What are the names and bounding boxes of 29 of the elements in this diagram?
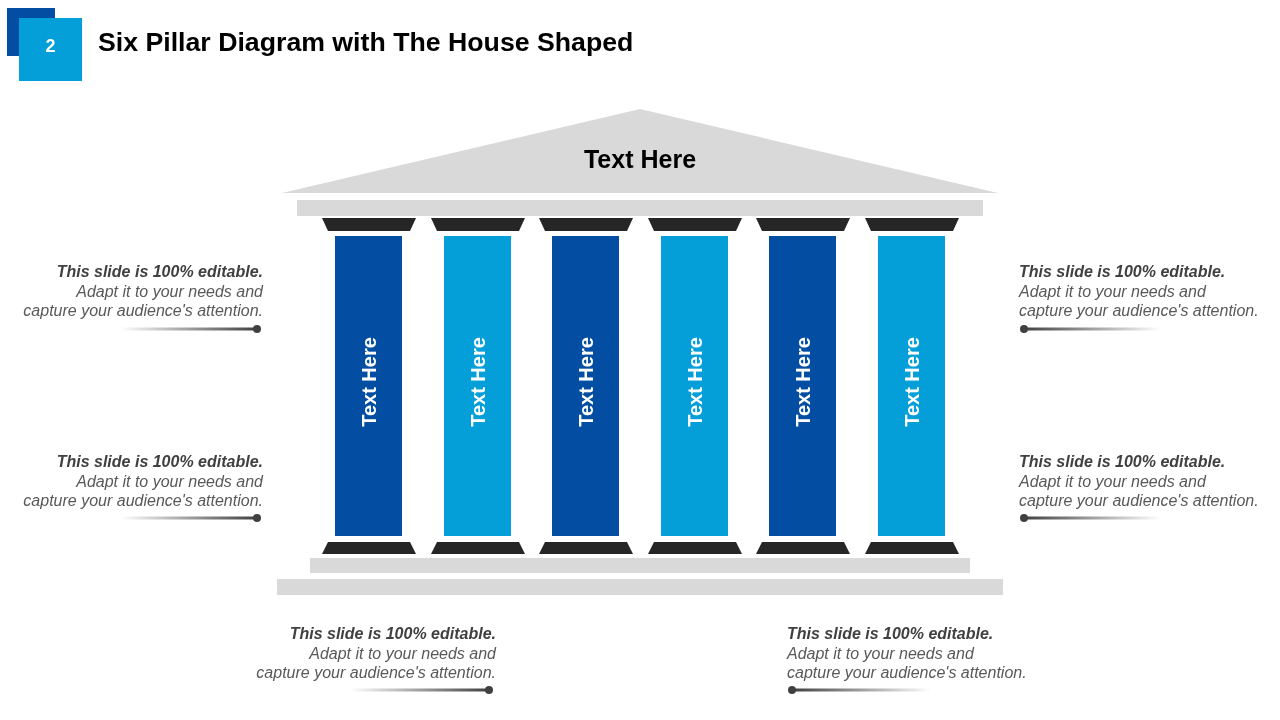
roof-label: Text Here [583,144,697,174]
pillar-label: Text Here [899,337,924,427]
pillar-column [552,236,619,536]
pillar-column [335,236,402,536]
pillar-column [769,236,836,536]
pillar-label: Text Here [573,337,598,427]
callout-text: Adapt it to your needs and capture your audience's attention. [1019,281,1260,321]
pillar-column [878,236,945,536]
callout-heading: This slide is 100% editable. [55,262,263,282]
pillar-label: Text Here [465,337,490,427]
callout-heading: This slide is 100% editable. [1019,262,1227,282]
pillar-column [444,236,511,536]
pillar-label: Text Here [356,337,381,427]
callout-text: Adapt it to your needs and capture your audience's attention. [22,471,263,511]
callout-text: Adapt it to your needs and capture your audience's attention. [255,643,496,683]
pillar-column [661,236,728,536]
callout-heading: This slide is 100% editable. [55,452,263,472]
callout-text: Adapt it to your needs and capture your audience's attention. [1019,471,1260,511]
callout-text: Adapt it to your needs and capture your audience's attention. [22,281,263,321]
callout-heading: This slide is 100% editable. [288,624,496,644]
pillar-label: Text Here [682,337,707,427]
slide-title: Six Pillar Diagram with The House Shaped [98,26,634,58]
callout-text: Adapt it to your needs and capture your audience's attention. [787,643,1028,683]
slide-number: 2 [45,35,56,56]
callout-heading: This slide is 100% editable. [787,624,995,644]
slide-number-badge [19,18,82,81]
roof-triangle [282,109,998,193]
pillar-label: Text Here [790,337,815,427]
callout-heading: This slide is 100% editable. [1019,452,1227,472]
